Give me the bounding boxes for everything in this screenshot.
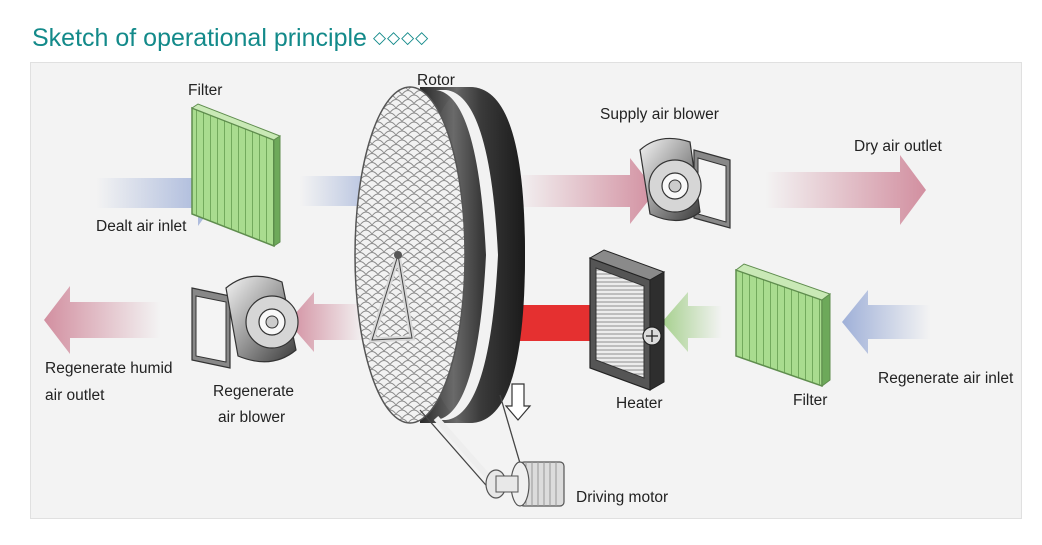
- regenerate-blower-label-line2: air blower: [218, 409, 286, 426]
- driving-motor-label: Driving motor: [576, 489, 669, 506]
- supply-air-blower-label: Supply air blower: [600, 106, 719, 123]
- regenerate-air-inlet-label: Regenerate air inlet: [878, 370, 1014, 387]
- heater-icon: [588, 249, 666, 391]
- regenerate-humid-outlet-label-line2: air outlet: [45, 387, 105, 404]
- regenerate-blower-label-line1: Regenerate: [213, 383, 295, 400]
- regenerate-air-inlet-arrow: [842, 290, 930, 354]
- rotation-direction-arrow: [504, 383, 532, 421]
- regenerate-return-arrow: [288, 292, 365, 352]
- regenerate-air-blower-icon: [191, 275, 299, 369]
- filter-bottom-icon: [734, 263, 832, 388]
- filter-top-label: Filter: [188, 82, 223, 99]
- rotor-icon: [354, 86, 525, 424]
- regenerate-humid-outlet-arrow: [44, 286, 160, 354]
- dry-air-outlet-arrow: [765, 155, 926, 225]
- title-text: Sketch of operational principle: [32, 24, 367, 52]
- driving-motor-icon: [485, 461, 565, 507]
- heater-label: Heater: [616, 395, 663, 412]
- filter-top-icon: [190, 103, 282, 248]
- diagram-title: Sketch of operational principle ◇◇◇◇: [32, 24, 429, 53]
- title-decoration: ◇◇◇◇: [372, 28, 430, 47]
- dry-air-outlet-label: Dry air outlet: [854, 138, 942, 155]
- supply-air-arrow: [515, 158, 656, 224]
- dealt-air-inlet-label: Dealt air inlet: [96, 218, 187, 235]
- supply-air-blower-icon: [639, 137, 731, 229]
- filter-bottom-label: Filter: [793, 392, 828, 409]
- regenerate-humid-outlet-label-line1: Regenerate humid: [45, 360, 173, 377]
- rotor-label: Rotor: [417, 72, 455, 89]
- regenerate-filtered-arrow: [662, 292, 722, 352]
- dealt-air-inlet-arrow: [96, 160, 222, 226]
